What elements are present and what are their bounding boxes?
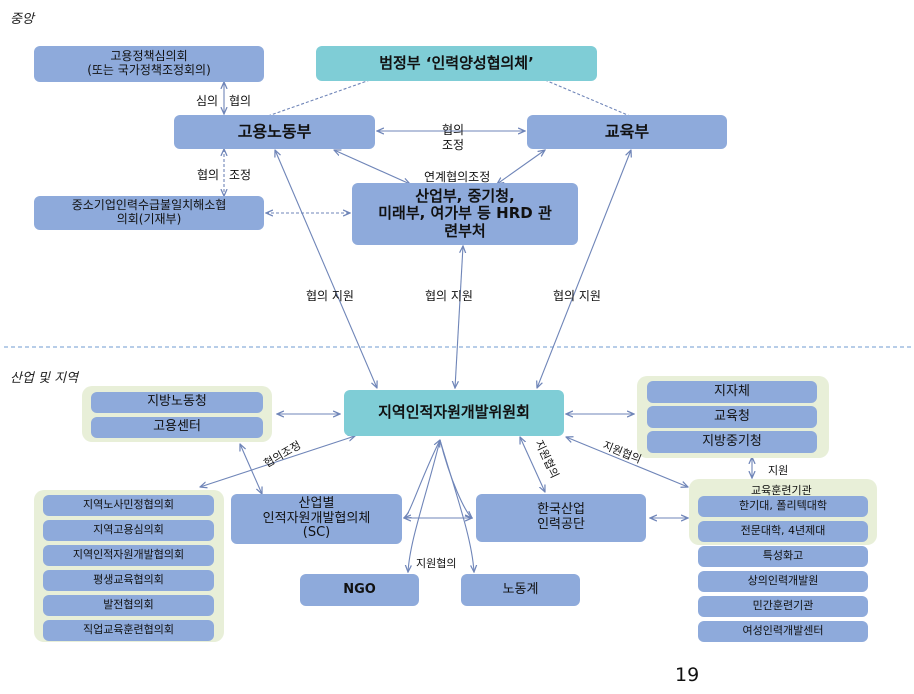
employment-council-line1: 고용정책심의회 (110, 49, 188, 64)
moel-hrd-arrow (334, 150, 410, 184)
sector-council-line3: (SC) (302, 525, 331, 541)
support-label: 지원 (768, 464, 789, 477)
deliberation-label-a: 심의 (196, 94, 219, 108)
left-panel-item: 지방노동청 (91, 392, 263, 413)
right-panel-item: 지자체 (647, 381, 817, 403)
training-item: 한기대, 폴리텍대학 (698, 496, 868, 517)
pan-gov-to-moel-line (267, 79, 371, 117)
hrd-ministries-line2: 미래부, 여가부 등 HRD 관 (378, 204, 552, 223)
sector-council-box: 산업별 인적자원개발협의체 (SC) (231, 494, 402, 544)
left-list-item: 평생교육협의회 (43, 570, 214, 591)
support-label-mid: 협의 지원 (425, 289, 473, 303)
left-list-item: 지역고용심의회 (43, 520, 214, 541)
left-list-item: 지역노사민정협의회 (43, 495, 214, 516)
sme-council-line2: 의회(기재부) (116, 212, 182, 226)
moel-sme-label-b: 조정 (229, 168, 252, 182)
liaison-label: 연계협의조정 (424, 170, 491, 184)
hrd-committee-arrow (455, 246, 463, 388)
hrdk-line1: 한국산업 (537, 502, 585, 518)
moe-label: 교육부 (604, 121, 650, 141)
deliberation-label-b: 협의 (229, 94, 252, 108)
moe-box: 교육부 (527, 115, 727, 149)
right-panel-item: 교육청 (647, 406, 817, 428)
hrd-ministries-box: 산업부, 중기청, 미래부, 여가부 등 HRD 관 련부처 (352, 183, 578, 245)
training-item: 민간훈련기관 (698, 596, 868, 617)
committee-hrdk-arrow (520, 437, 545, 492)
hrd-ministries-line1: 산업부, 중기청, (415, 187, 515, 206)
pan-gov-council: 범정부 ‘인력양성협의체’ (316, 46, 597, 81)
pan-gov-label: 범정부 ‘인력양성협의체’ (379, 53, 534, 72)
sector-council-line2: 인적자원개발협의체 (262, 510, 371, 526)
moel-label: 고용노동부 (237, 121, 312, 141)
hrdk-box: 한국산업 인력공단 (476, 494, 646, 542)
pan-gov-to-moe-line (544, 79, 631, 117)
section-regional-label: 산업 및 지역 (10, 371, 79, 386)
hrdk-line2: 인력공단 (537, 517, 585, 532)
committee-sector-curve (404, 440, 440, 518)
support-consult-low-label: 지원협의 (416, 557, 457, 570)
committee-training-arrow (566, 437, 688, 487)
left-list-item: 발전협의회 (43, 595, 214, 616)
left-list-item: 직업교육훈련협의회 (43, 620, 214, 641)
sector-council-line1: 산업별 (298, 495, 335, 511)
moel-box: 고용노동부 (174, 115, 375, 149)
committee-hrdk-curve (439, 439, 472, 518)
ngo-box: NGO (300, 574, 419, 606)
left-panel-item: 고용센터 (91, 417, 263, 438)
page-number: 19 (675, 664, 700, 686)
section-central-label: 중앙 (10, 12, 34, 27)
moel-committee-arrow (275, 150, 377, 388)
moel-sme-label-a: 협의 (197, 168, 220, 182)
committee-left-list-arrow (200, 436, 355, 487)
right-panel-item: 지방중기청 (647, 431, 817, 453)
training-item: 여성인력개발센터 (698, 621, 868, 642)
moel-moe-label-b: 조정 (442, 138, 465, 152)
moe-hrd-arrow (497, 150, 545, 184)
committee-ngo-curve (408, 439, 441, 572)
regional-committee-label: 지역인적자원개발위원회 (378, 403, 530, 422)
left-list-item: 지역인적자원개발협의회 (43, 545, 214, 566)
training-title: 교육훈련기관 (751, 484, 812, 497)
support-label-right: 협의 지원 (553, 289, 601, 303)
labor-box: 노동계 (461, 574, 580, 606)
sme-council-box: 중소기업인력수급불일치해소협 의회(기재부) (34, 196, 264, 230)
employment-council-line2: (또는 국가정책조정회의) (87, 63, 211, 77)
moe-committee-arrow (537, 150, 631, 388)
regional-hrd-committee: 지역인적자원개발위원회 (344, 390, 564, 436)
hrd-ministries-line3: 련부처 (444, 221, 486, 240)
training-item: 특성화고 (698, 546, 868, 567)
training-item: 상의인력개발원 (698, 571, 868, 592)
moel-moe-label-a: 협의 (442, 123, 465, 137)
training-item: 전문대학, 4년제대 (698, 521, 868, 542)
left-panel-sector-arrow (240, 444, 262, 494)
sme-council-line1: 중소기업인력수급불일치해소협 (71, 198, 227, 213)
support-label-left: 협의 지원 (306, 289, 354, 303)
employment-policy-council: 고용정책심의회 (또는 국가정책조정회의) (34, 46, 264, 82)
